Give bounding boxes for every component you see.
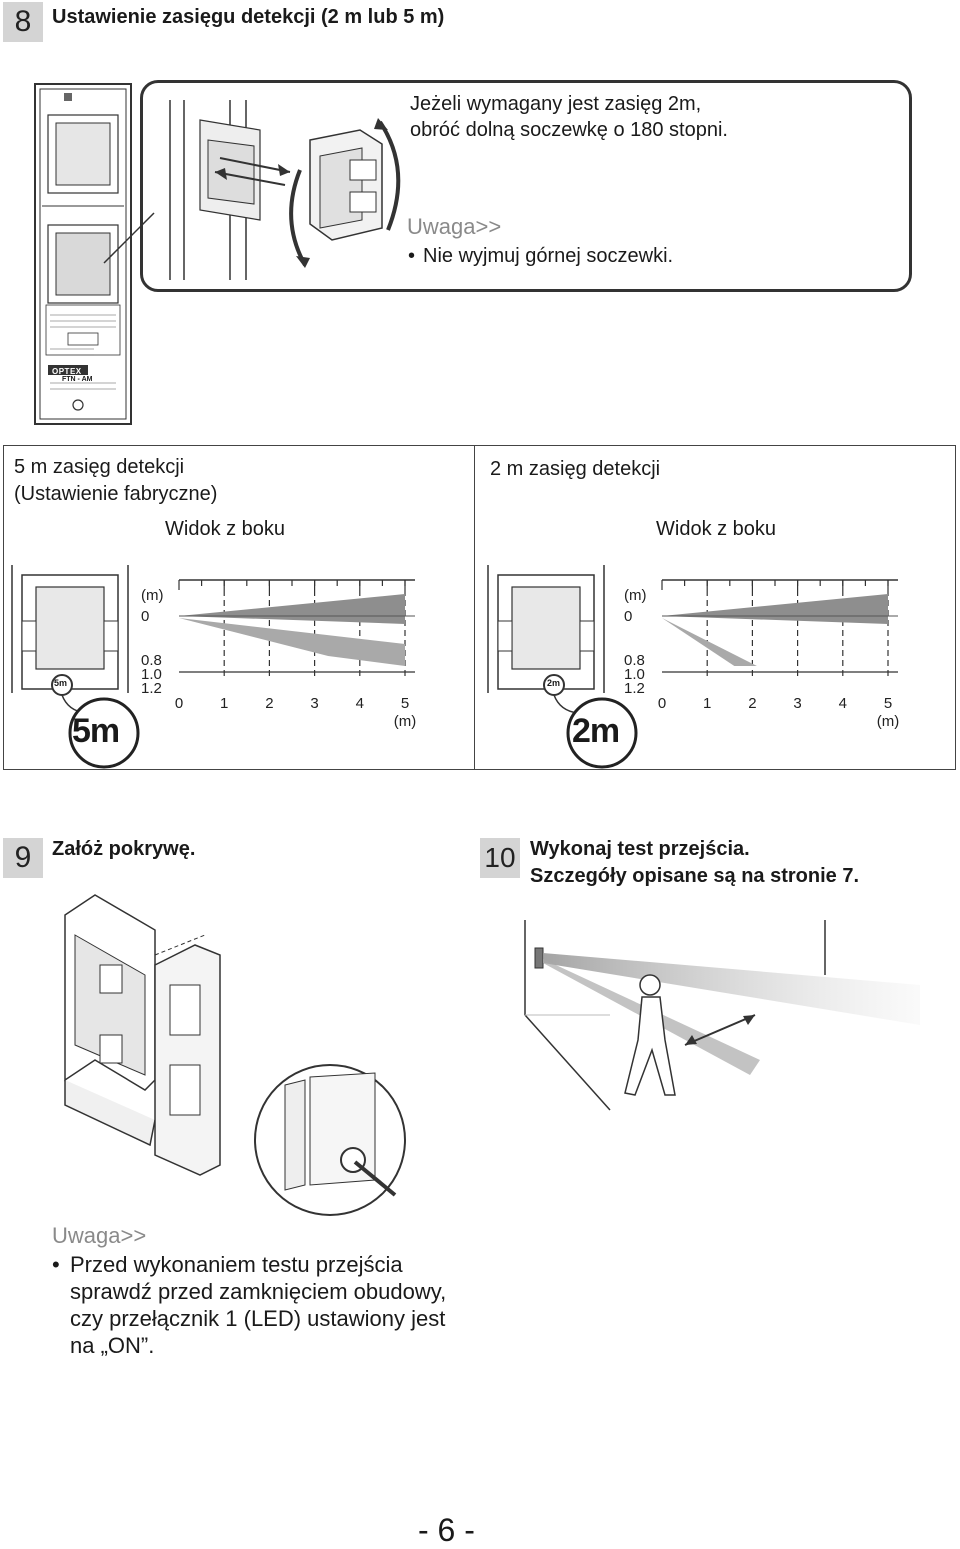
bottom-note-label: Uwaga>> (52, 1223, 147, 1248)
device-front-illustration (34, 83, 155, 425)
step-8-title: Ustawienie zasięgu detekcji (2 m lub 5 m… (52, 6, 445, 28)
y-unit-label: (m) (624, 587, 647, 604)
panel-5m-title-1: 5 m zasięg detekcji (14, 456, 185, 478)
y-tick-label: 0 (141, 608, 149, 625)
walk-test-illustration (524, 920, 920, 1111)
step-10-title-2: Szczegóły opisane są na stronie 7. (530, 865, 860, 887)
panel-divider (474, 446, 475, 769)
device-model-label: FTN - AM (62, 376, 93, 383)
panel-5m-view-label: Widok z boku (165, 518, 286, 540)
x-unit-label: (m) (394, 713, 417, 730)
bottom-note-bullet: • (52, 1252, 60, 1277)
lens-5m-small-label: 5m (54, 678, 68, 688)
detection-range-panels (3, 445, 956, 770)
panel-2m-view-label: Widok z boku (656, 518, 777, 540)
y-tick-label: 1.0 (141, 666, 162, 683)
lens-5m-illustration (11, 565, 140, 769)
page-number: - 6 - (418, 1512, 475, 1548)
upper-beam (662, 594, 888, 624)
panel-2m-title-1: 2 m zasięg detekcji (490, 458, 661, 480)
x-tick-label: 0 (658, 695, 666, 712)
step-number-10: 10 (480, 838, 520, 878)
x-tick-label: 5 (884, 695, 892, 712)
callout-note-text: Nie wyjmuj górnej soczewki. (423, 245, 674, 267)
x-unit-label: (m) (877, 713, 900, 730)
x-tick-label: 5 (401, 695, 409, 712)
lens-rotation-illustration (169, 100, 401, 280)
panel-5m-title-2: (Ustawienie fabryczne) (14, 483, 218, 505)
device-brand-label: OPTEX (52, 367, 82, 376)
x-tick-label: 4 (839, 695, 847, 712)
x-tick-label: 4 (356, 695, 364, 712)
lens-rotation-callout (140, 80, 912, 292)
bottom-note-line-3: czy przełącznik 1 (LED) ustawiony jest (70, 1306, 446, 1331)
y-tick-label: 0.8 (141, 652, 162, 669)
lower-beam (179, 618, 405, 666)
y-tick-label: 0.8 (624, 652, 645, 669)
x-tick-label: 1 (703, 695, 711, 712)
cover-installation-illustration (64, 894, 406, 1216)
bottom-note-line-2: sprawdź przed zamknięciem obudowy, (70, 1279, 447, 1304)
x-tick-label: 0 (175, 695, 183, 712)
step-9-title: Załóż pokrywę. (52, 838, 196, 860)
step-10-title-1: Wykonaj test przejścia. (530, 838, 750, 860)
y-tick-label: 1.2 (141, 680, 162, 697)
upper-beam (179, 594, 405, 624)
bottom-note-line-1: Przed wykonaniem testu przejścia (70, 1252, 403, 1277)
step-number-8: 8 (3, 2, 43, 42)
y-unit-label: (m) (141, 587, 164, 604)
x-tick-label: 1 (220, 695, 228, 712)
y-tick-label: 1.2 (624, 680, 645, 697)
callout-line-2: obróć dolną soczewkę o 180 stopni. (410, 119, 728, 141)
x-tick-label: 2 (748, 695, 756, 712)
callout-line-1: Jeżeli wymagany jest zasięg 2m, (410, 93, 702, 115)
x-tick-label: 2 (265, 695, 273, 712)
lens-2m-big-label: 2m (572, 712, 620, 750)
y-tick-label: 0 (624, 608, 632, 625)
callout-note-label: Uwaga>> (407, 214, 502, 239)
lower-beam (662, 618, 757, 666)
x-tick-label: 3 (793, 695, 801, 712)
y-tick-label: 1.0 (624, 666, 645, 683)
lens-2m-small-label: 2m (547, 678, 561, 688)
callout-note-bullet: • (408, 245, 416, 267)
bottom-note-line-4: na „ON”. (70, 1333, 155, 1358)
x-tick-label: 3 (310, 695, 318, 712)
lens-2m-illustration (487, 565, 638, 769)
lens-5m-big-label: 5m (72, 712, 120, 750)
step-number-9: 9 (3, 838, 43, 878)
